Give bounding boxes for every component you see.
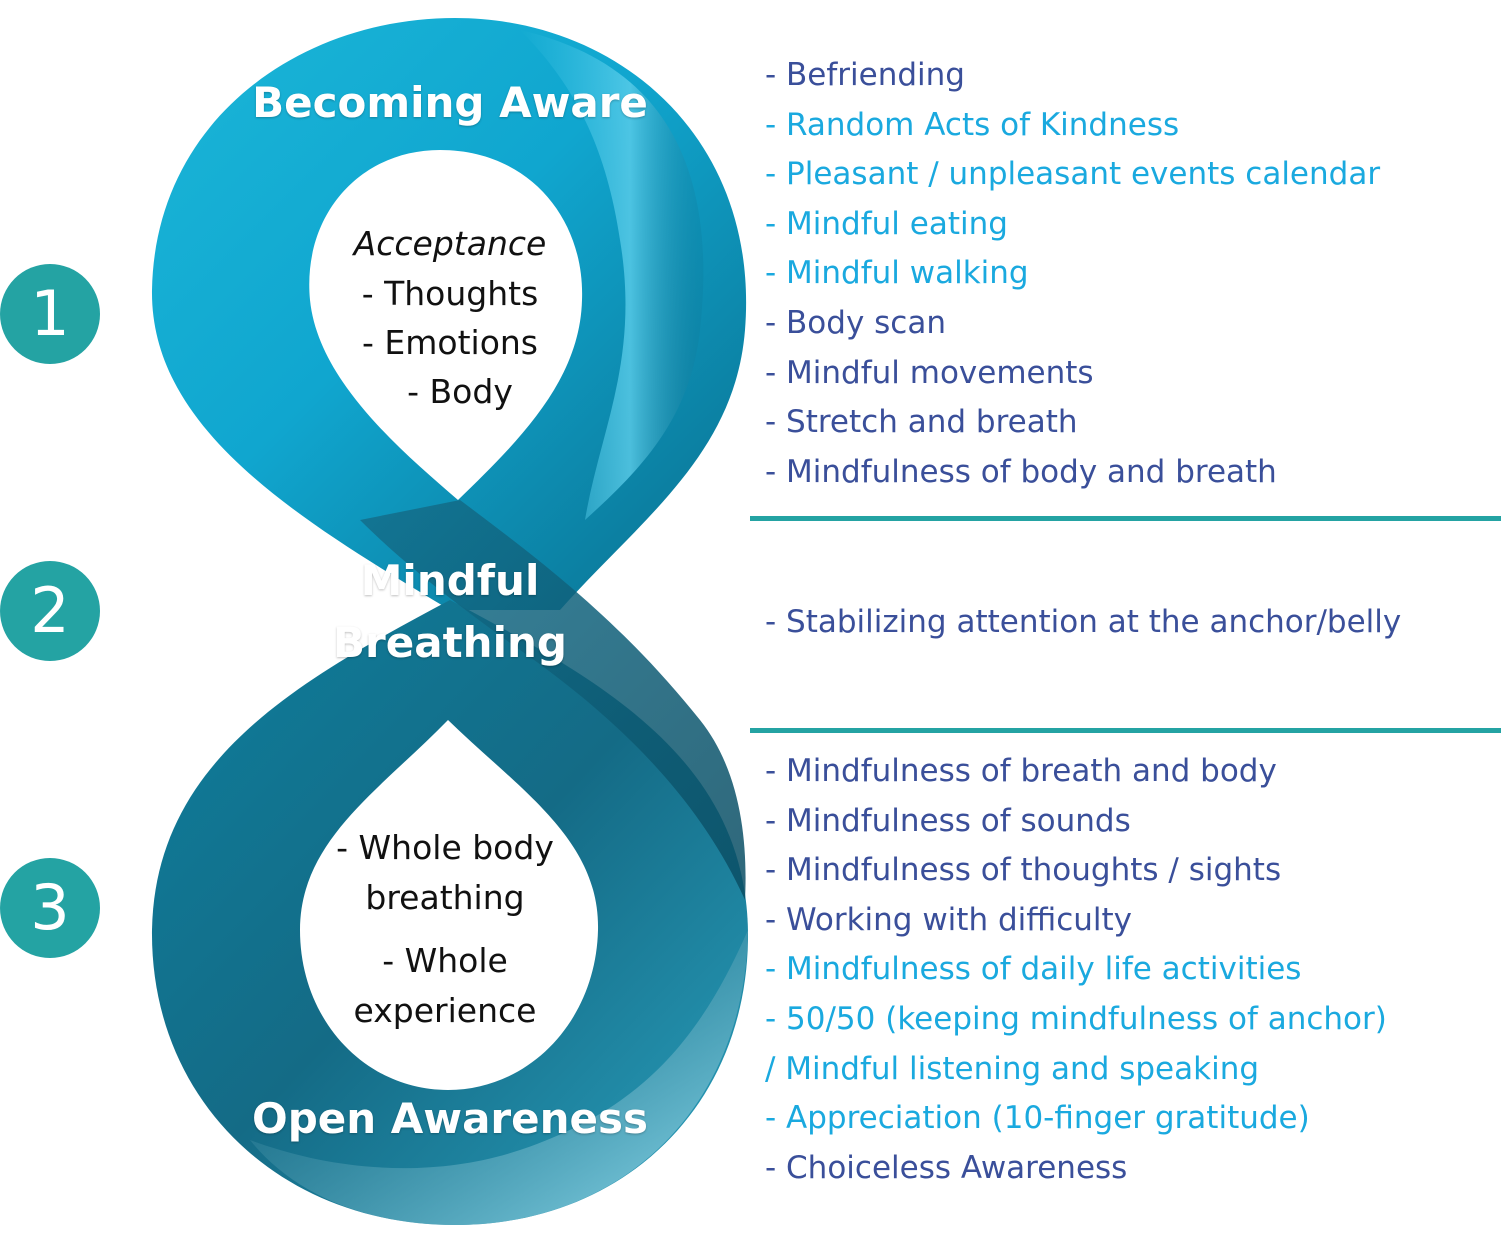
- bottom-loop-highlight: [250, 930, 748, 1225]
- stage-1-badge: 1: [0, 264, 100, 364]
- practice-item: / Mindful listening and speaking: [765, 1050, 1260, 1087]
- stage-2-title-line2: Breathing: [333, 618, 567, 667]
- open-awareness-line-4: experience: [353, 991, 537, 1030]
- practice-item: - Random Acts of Kindness: [765, 106, 1180, 143]
- practice-item: - Stretch and breath: [765, 404, 1078, 441]
- practice-item: - Pleasant / unpleasant events calendar: [765, 156, 1381, 193]
- practice-item: - Mindfulness of body and breath: [765, 453, 1277, 490]
- top-loop-hole: [309, 150, 583, 500]
- acceptance-item-thoughts: - Thoughts: [361, 274, 539, 313]
- practice-item: - Befriending: [765, 57, 965, 93]
- practice-item: - Mindfulness of thoughts / sights: [765, 852, 1282, 889]
- acceptance-item-body: - Body: [407, 372, 513, 411]
- practice-item: - Mindfulness of daily life activities: [765, 951, 1302, 988]
- practice-item: - Mindfulness of sounds: [765, 802, 1131, 839]
- stage-2-title-line1: Mindful: [360, 556, 540, 605]
- practice-item: - Mindfulness of breath and body: [765, 753, 1277, 789]
- practice-item: - Working with difficulty: [765, 901, 1133, 938]
- acceptance-item-emotions: - Emotions: [362, 323, 538, 362]
- practice-item: - Stabilizing attention at the anchor/be…: [765, 604, 1402, 640]
- stage-2-badge: 2: [0, 561, 100, 661]
- open-awareness-line-1: - Whole body: [336, 828, 554, 867]
- stage-1-practice-list: - Befriending - Random Acts of Kindness - …: [765, 51, 1380, 497]
- practice-item: - Body scan: [765, 304, 946, 341]
- practice-item: - Mindful movements: [765, 354, 1094, 391]
- bottom-loop-hole: [300, 720, 599, 1090]
- stage-1-title: Becoming Aware: [252, 78, 648, 127]
- acceptance-heading: Acceptance: [353, 224, 547, 263]
- divider-1: [750, 516, 1501, 521]
- stage-2-title: Mindful Breathing: [250, 556, 650, 668]
- stage-3-badge: 3: [0, 858, 100, 958]
- stage-3-practice-list: - Mindfulness of breath and body - Mindfu…: [765, 747, 1387, 1193]
- practice-item: - Mindful walking: [765, 255, 1029, 292]
- stage-3-title: Open Awareness: [251, 1094, 648, 1143]
- top-loop-highlight: [520, 30, 704, 520]
- stage-2-practice-list: - Stabilizing attention at the anchor/be…: [765, 598, 1401, 648]
- practice-item: - Appreciation (10-finger gratitude): [765, 1100, 1310, 1137]
- practice-item: - 50/50 (keeping mindfulness of anchor): [765, 1000, 1387, 1037]
- crossing-band: [360, 500, 746, 900]
- open-awareness-line-2: breathing: [365, 878, 525, 917]
- practice-item: - Choiceless Awareness: [765, 1149, 1128, 1186]
- practice-item: - Mindful eating: [765, 205, 1008, 242]
- open-awareness-line-3: - Whole: [382, 941, 508, 980]
- divider-2: [750, 728, 1501, 733]
